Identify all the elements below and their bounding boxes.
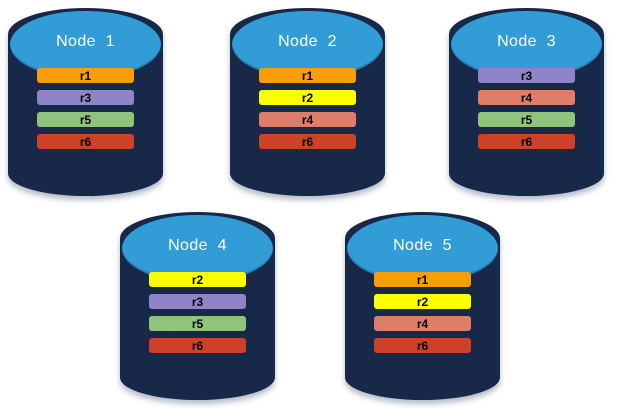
replica-band[interactable]: r1 <box>374 272 471 287</box>
replica-band[interactable]: r4 <box>478 90 575 105</box>
replica-label: r6 <box>520 134 533 149</box>
replica-band[interactable]: r6 <box>37 134 134 149</box>
replica-band[interactable]: r5 <box>37 112 134 127</box>
replica-band[interactable]: r3 <box>478 68 575 83</box>
replica-band[interactable]: r6 <box>478 134 575 149</box>
replica-label: r6 <box>301 134 314 149</box>
replica-label: r2 <box>301 90 314 105</box>
cylinder-top-icon <box>122 214 273 283</box>
replica-band[interactable]: r1 <box>37 68 134 83</box>
replica-band[interactable]: r2 <box>259 90 356 105</box>
replica-label: r3 <box>520 68 533 83</box>
replica-band[interactable]: r6 <box>374 338 471 353</box>
replica-label: r3 <box>79 90 92 105</box>
replica-band[interactable]: r2 <box>149 272 246 287</box>
replica-band[interactable]: r6 <box>149 338 246 353</box>
cylinder-top-icon <box>347 214 498 283</box>
replica-band[interactable]: r3 <box>149 294 246 309</box>
replica-label: r6 <box>416 338 429 353</box>
replica-label: r4 <box>301 112 314 127</box>
cylinder-top-icon <box>10 10 161 79</box>
replica-label: r1 <box>79 68 92 83</box>
replica-label: r3 <box>191 294 204 309</box>
replica-band[interactable]: r4 <box>374 316 471 331</box>
replica-band[interactable]: r5 <box>149 316 246 331</box>
replica-label: r2 <box>416 294 429 309</box>
replica-label: r1 <box>416 272 429 287</box>
replica-label: r6 <box>191 338 204 353</box>
replica-band[interactable]: r4 <box>259 112 356 127</box>
replica-label: r4 <box>416 316 429 331</box>
replica-band[interactable]: r5 <box>478 112 575 127</box>
replica-label: r6 <box>79 134 92 149</box>
replica-list: r3 r4 r5 r6 <box>449 68 604 149</box>
replica-list: r1 r3 r5 r6 <box>8 68 163 149</box>
replica-label: r1 <box>301 68 314 83</box>
cylinder-top-icon <box>451 10 602 79</box>
replica-label: r2 <box>191 272 204 287</box>
replica-list: r2 r3 r5 r6 <box>120 272 275 353</box>
replica-band[interactable]: r2 <box>374 294 471 309</box>
replica-list: r1 r2 r4 r6 <box>230 68 385 149</box>
replica-band[interactable]: r3 <box>37 90 134 105</box>
replica-label: r5 <box>191 316 204 331</box>
replica-band[interactable]: r1 <box>259 68 356 83</box>
replica-label: r5 <box>79 112 92 127</box>
replica-label: r5 <box>520 112 533 127</box>
replica-label: r4 <box>520 90 533 105</box>
cylinder-top-icon <box>232 10 383 79</box>
replica-list: r1 r2 r4 r6 <box>345 272 500 353</box>
replica-band[interactable]: r6 <box>259 134 356 149</box>
